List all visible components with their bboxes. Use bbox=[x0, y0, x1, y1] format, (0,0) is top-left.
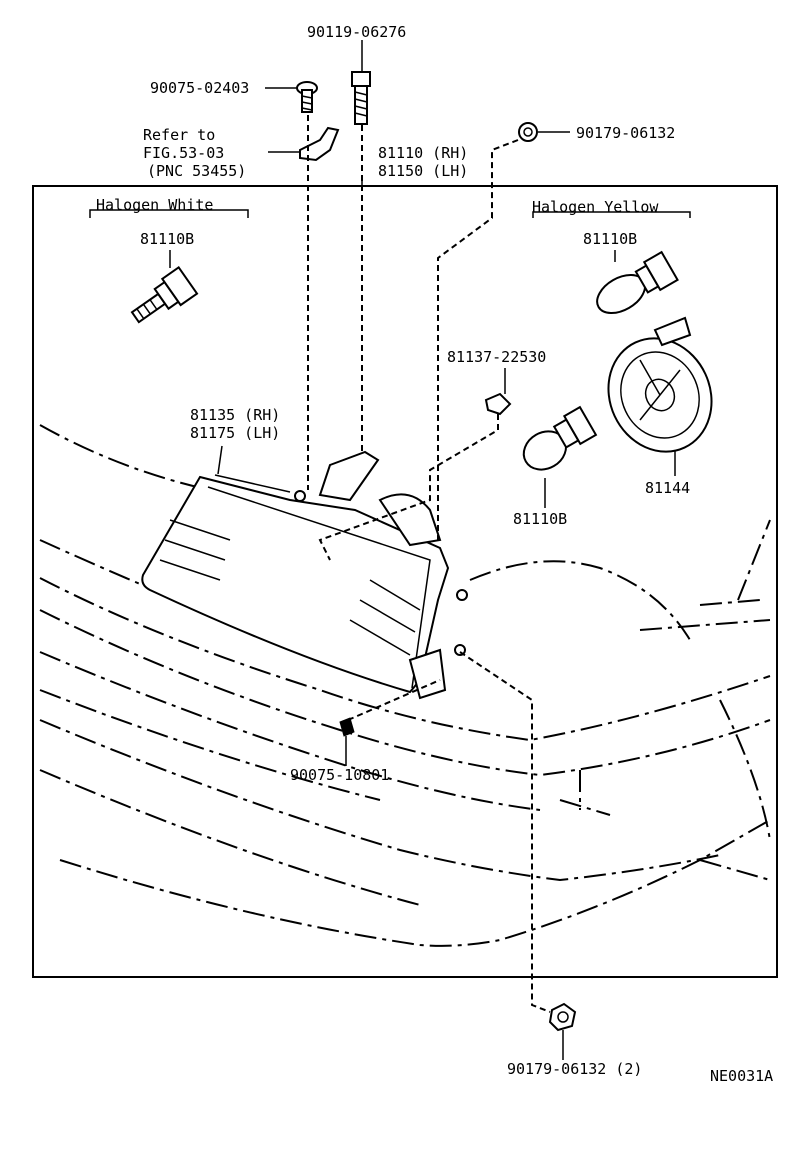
label-refer-2: FIG.53-03 bbox=[143, 144, 224, 162]
clip-81137-22530 bbox=[484, 392, 512, 416]
label-nut-bottom: 90179-06132 (2) bbox=[507, 1060, 642, 1078]
screw-90075-02403 bbox=[296, 81, 318, 113]
label-bulb-white: 81110B bbox=[140, 230, 194, 248]
label-halogen-yellow: Halogen Yellow bbox=[532, 198, 659, 216]
label-cover: 81144 bbox=[645, 479, 690, 497]
label-refer-3: (PNC 53455) bbox=[147, 162, 246, 180]
label-screw-bottom: 90075-10801 bbox=[290, 766, 389, 784]
bulb-cover bbox=[607, 316, 713, 453]
label-unit-lh: 81150 (LH) bbox=[378, 162, 468, 180]
leader-lines bbox=[89, 40, 691, 1060]
label-screw-left: 90075-02403 bbox=[150, 79, 249, 97]
label-clip: 81137-22530 bbox=[447, 348, 546, 366]
nut-90179-06132-top bbox=[518, 122, 538, 142]
screw-90075-10801 bbox=[339, 717, 355, 737]
headlamp-housing bbox=[141, 445, 468, 700]
halogen-white-bulb bbox=[130, 265, 199, 324]
small-bulb bbox=[522, 405, 598, 471]
assembly-frame bbox=[32, 185, 778, 978]
label-figure-code: NE0031A bbox=[710, 1067, 773, 1085]
bracket-refer bbox=[299, 126, 340, 162]
label-lens-rh: 81135 (RH) bbox=[190, 406, 280, 424]
label-refer-1: Refer to bbox=[143, 126, 215, 144]
label-unit-rh: 81110 (RH) bbox=[378, 144, 468, 162]
label-bulb-yellow: 81110B bbox=[583, 230, 637, 248]
bolt-90119-06276 bbox=[351, 71, 371, 125]
halogen-yellow-bulb bbox=[596, 250, 679, 314]
body-panel-outline bbox=[39, 424, 771, 947]
label-nut-top-right: 90179-06132 bbox=[576, 124, 675, 142]
label-bulb-small: 81110B bbox=[513, 510, 567, 528]
label-bolt-top: 90119-06276 bbox=[307, 23, 406, 41]
label-halogen-white: Halogen White bbox=[96, 196, 213, 214]
nut-90179-06132-bottom bbox=[548, 1002, 577, 1032]
label-lens-lh: 81175 (LH) bbox=[190, 424, 280, 442]
